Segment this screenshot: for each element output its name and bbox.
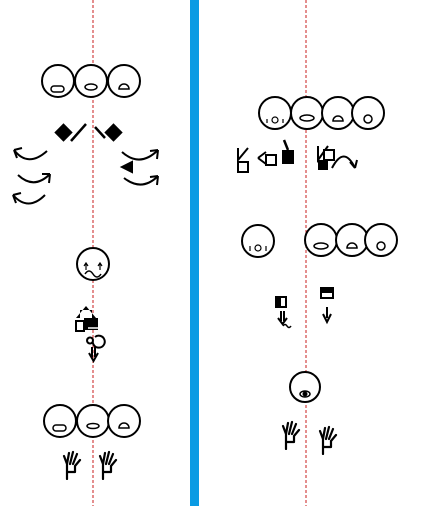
movement-arrows-diamonds-icon	[12, 123, 159, 205]
face-single-and-triple-icon	[241, 223, 398, 258]
hand-spiral-down-icon	[75, 306, 106, 364]
face-three-circles-bottom-icon	[43, 404, 141, 438]
face-three-circles-top-icon	[41, 64, 141, 98]
column-divider	[190, 0, 199, 506]
single-face-breath-icon	[76, 247, 110, 281]
hand-shapes-row-icon	[237, 139, 358, 173]
hand-pair-bottom-icon	[62, 450, 118, 480]
face-four-circles-icon	[258, 96, 385, 130]
hand-pair-right-icon	[281, 420, 338, 455]
face-single-nose-icon	[289, 371, 321, 403]
square-hands-down-icon	[275, 287, 334, 329]
